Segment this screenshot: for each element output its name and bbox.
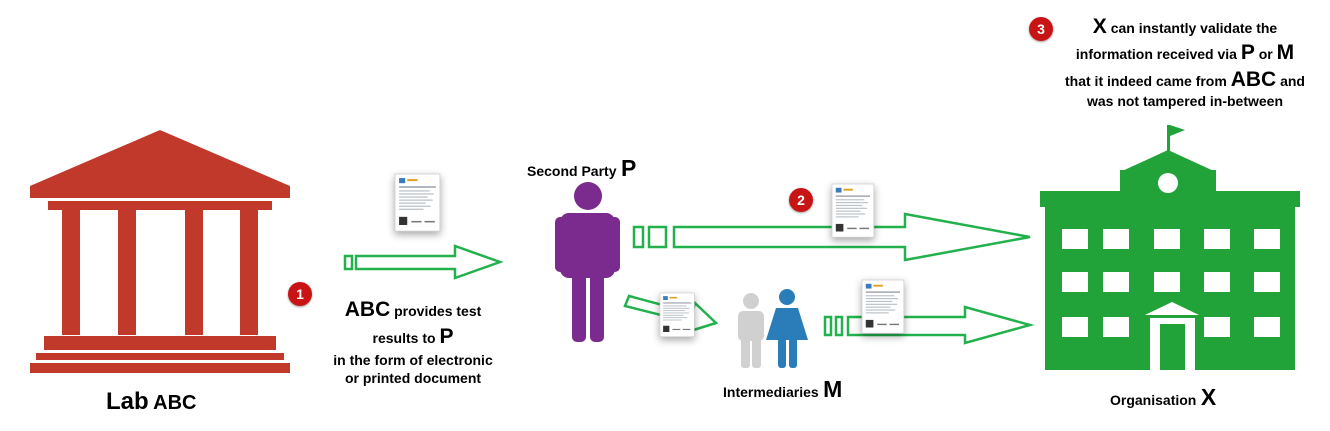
step-1-text: ABC provides test results to P in the fo… <box>292 296 534 387</box>
organisation-building-icon <box>1040 125 1300 370</box>
step-1-p: P <box>439 325 454 349</box>
step-1-line4: or printed document <box>344 369 482 386</box>
step-1-line2: results to <box>372 330 436 347</box>
step-3-line3: that it indeed came from <box>1065 72 1227 89</box>
document-icon <box>861 279 905 334</box>
step-3-text: X can instantly validate the information… <box>1040 14 1330 110</box>
arrow-lab-to-party <box>343 244 504 280</box>
arrow-intermediaries-to-organisation <box>823 305 1035 345</box>
document-icon <box>659 292 695 338</box>
lab-label-name: ABC <box>153 392 197 414</box>
intermediaries-label: Intermediaries M <box>723 375 842 405</box>
intermediary-female-icon <box>766 289 808 368</box>
step-3-line2: information received via <box>1075 46 1237 63</box>
lab-building-icon <box>30 130 290 373</box>
step-3-x: X <box>1092 15 1107 38</box>
step-3-line1: can instantly validate the <box>1110 20 1278 36</box>
organisation-letter: X <box>1200 384 1217 410</box>
second-party-person-icon <box>555 182 620 342</box>
organisation-text: Organisation <box>1110 392 1197 408</box>
organisation-label: Organisation X <box>1110 383 1216 413</box>
second-party-label: Second Party P <box>527 154 636 184</box>
step-2-badge: 2 <box>789 188 813 212</box>
intermediaries-text: Intermediaries <box>723 384 819 400</box>
document-icon <box>831 183 875 238</box>
intermediary-male-icon <box>738 293 764 368</box>
step-3-abc: ABC <box>1230 67 1277 91</box>
second-party-text: Second Party <box>527 163 617 179</box>
document-icon <box>394 173 441 232</box>
intermediaries-letter: M <box>823 376 843 402</box>
step-3-line4: was not tampered in-between <box>1086 92 1284 109</box>
second-party-letter: P <box>620 155 637 181</box>
lab-label-prefix: Lab <box>106 388 149 415</box>
step-1-badge: 1 <box>288 282 312 306</box>
step-1-abc: ABC <box>344 298 391 321</box>
step-3-badge: 3 <box>1029 17 1053 41</box>
step-3-and: and <box>1280 72 1305 89</box>
step-3-p: P <box>1240 41 1255 65</box>
step-3-m: M <box>1276 41 1295 65</box>
lab-label: Lab ABC <box>106 386 196 417</box>
step-1-line3: in the form of electronic <box>333 351 493 368</box>
step-1-line1: provides test <box>394 303 482 319</box>
step-3-or: or <box>1258 46 1273 63</box>
